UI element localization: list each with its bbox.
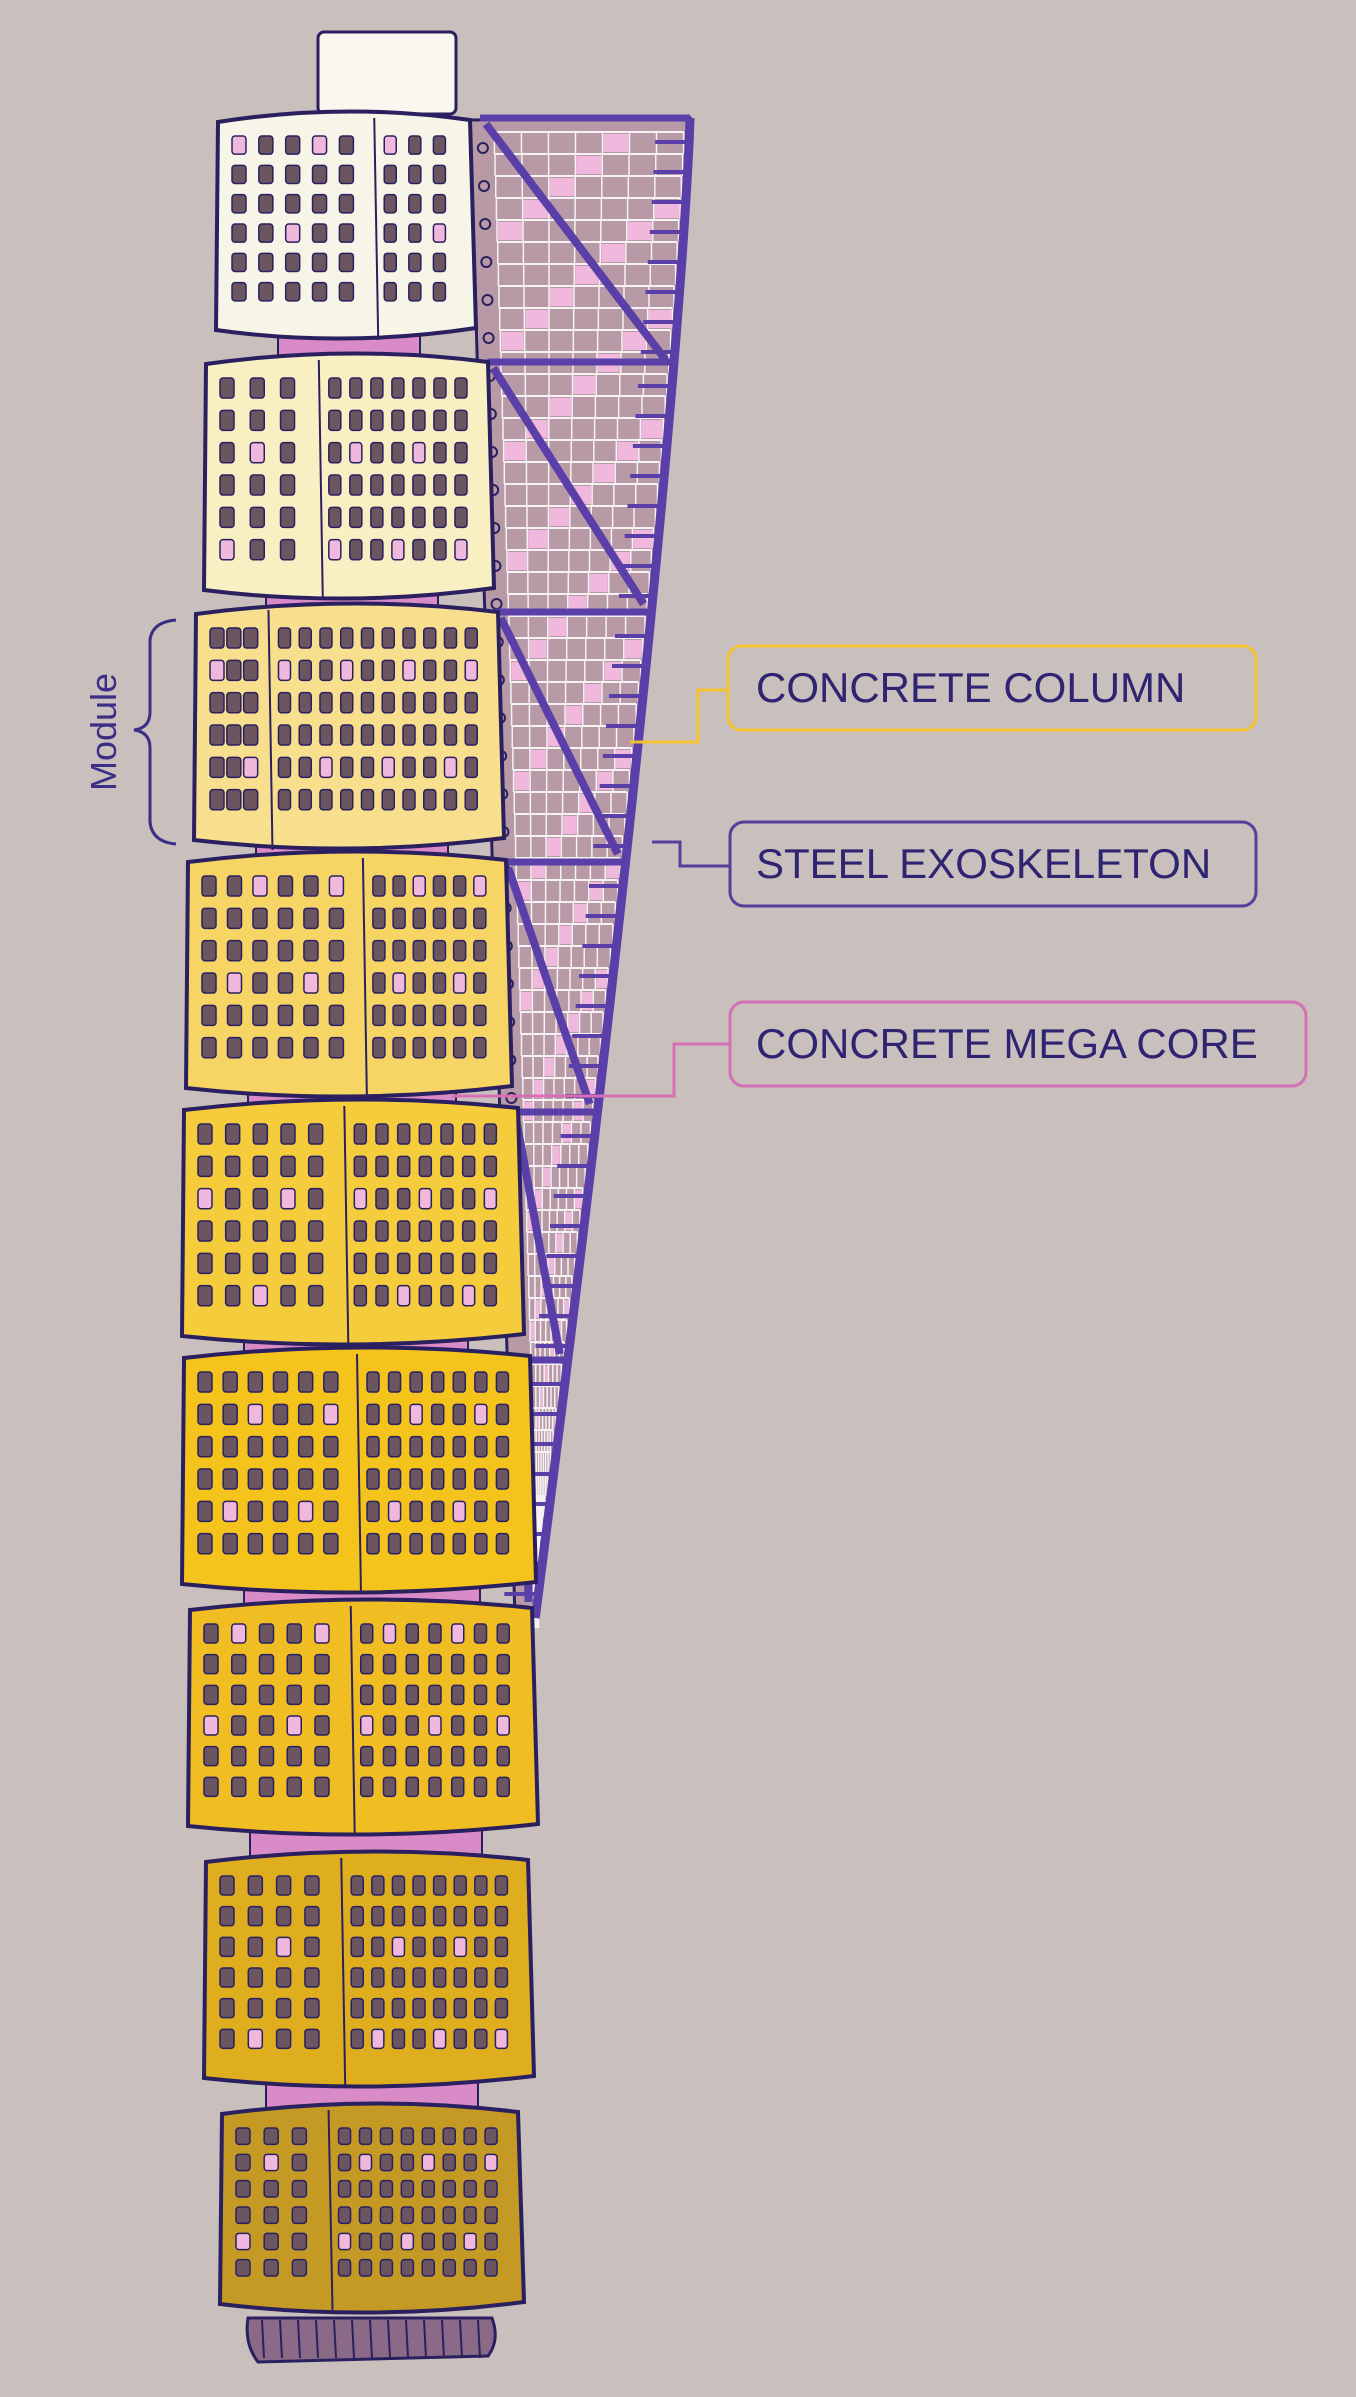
module-label: Module — [83, 673, 124, 791]
module-block — [182, 1347, 536, 1608]
callout-concrete-column: CONCRETE COLUMN — [630, 646, 1256, 742]
module-bracket: Module — [83, 620, 176, 844]
rooftop-cap — [318, 32, 456, 114]
callout-label-steel-exoskeleton: STEEL EXOSKELETON — [756, 840, 1211, 887]
callout-label-concrete-column: CONCRETE COLUMN — [756, 664, 1185, 711]
module-block — [182, 1099, 524, 1356]
module-block — [216, 111, 476, 362]
module-block — [204, 353, 494, 612]
callout-label-concrete-mega-core: CONCRETE MEGA CORE — [756, 1020, 1258, 1067]
module-block — [188, 1599, 538, 1860]
callout-steel-exoskeleton: STEEL EXOSKELETON — [652, 822, 1256, 906]
module-block — [186, 851, 512, 1108]
module-block — [220, 2103, 524, 2314]
module-block — [194, 603, 504, 860]
tower-modules — [182, 111, 538, 2314]
module-block — [204, 1851, 534, 2112]
